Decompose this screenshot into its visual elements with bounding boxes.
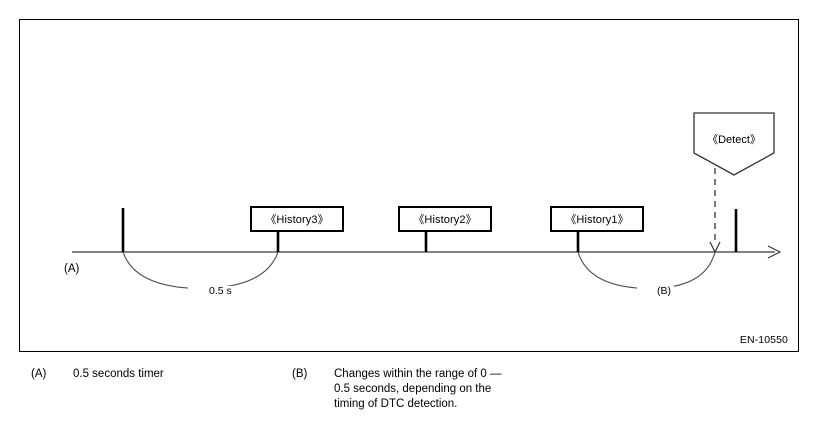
axis-label-a: (A) (64, 263, 80, 275)
variable-delay-curve-left (577, 251, 638, 289)
caption-key-a: (A) (31, 368, 47, 380)
variable-delay-label: (B) (654, 286, 674, 297)
node-history1: 《History1》 (550, 206, 644, 232)
node-history2: 《History2》 (398, 206, 492, 232)
figure-frame: (A) 0.5 s (B) 《History3》 《History2》 《His… (19, 19, 799, 352)
caption-item-b: (B) Changes within the range of 0 — 0.5 … (292, 367, 502, 412)
node-history3: 《History3》 (250, 206, 344, 232)
timing-diagram-canvas (72, 157, 782, 289)
node-detect: 《Detect》 (693, 112, 775, 176)
caption-text-a: 0.5 seconds timer (73, 368, 164, 380)
time-axis-arrowhead (767, 245, 782, 259)
node-detect-label: 《Detect》 (707, 134, 761, 146)
caption-item-a: (A) 0.5 seconds timer (31, 367, 164, 382)
figure-code: EN-10550 (739, 334, 788, 346)
pentagon-shape-icon (693, 112, 775, 176)
timer-duration-label: 0.5 s (206, 286, 235, 297)
variable-delay-curve-right (660, 251, 716, 289)
caption-key-b: (B) (292, 368, 308, 380)
timer-span-curve-right (212, 251, 279, 289)
detect-arrowhead-icon (709, 241, 721, 254)
figure-caption: (A) 0.5 seconds timer (B) Changes within… (19, 365, 799, 435)
timer-span-curve-left (122, 251, 189, 289)
caption-text-b: Changes within the range of 0 — 0.5 seco… (334, 368, 502, 410)
